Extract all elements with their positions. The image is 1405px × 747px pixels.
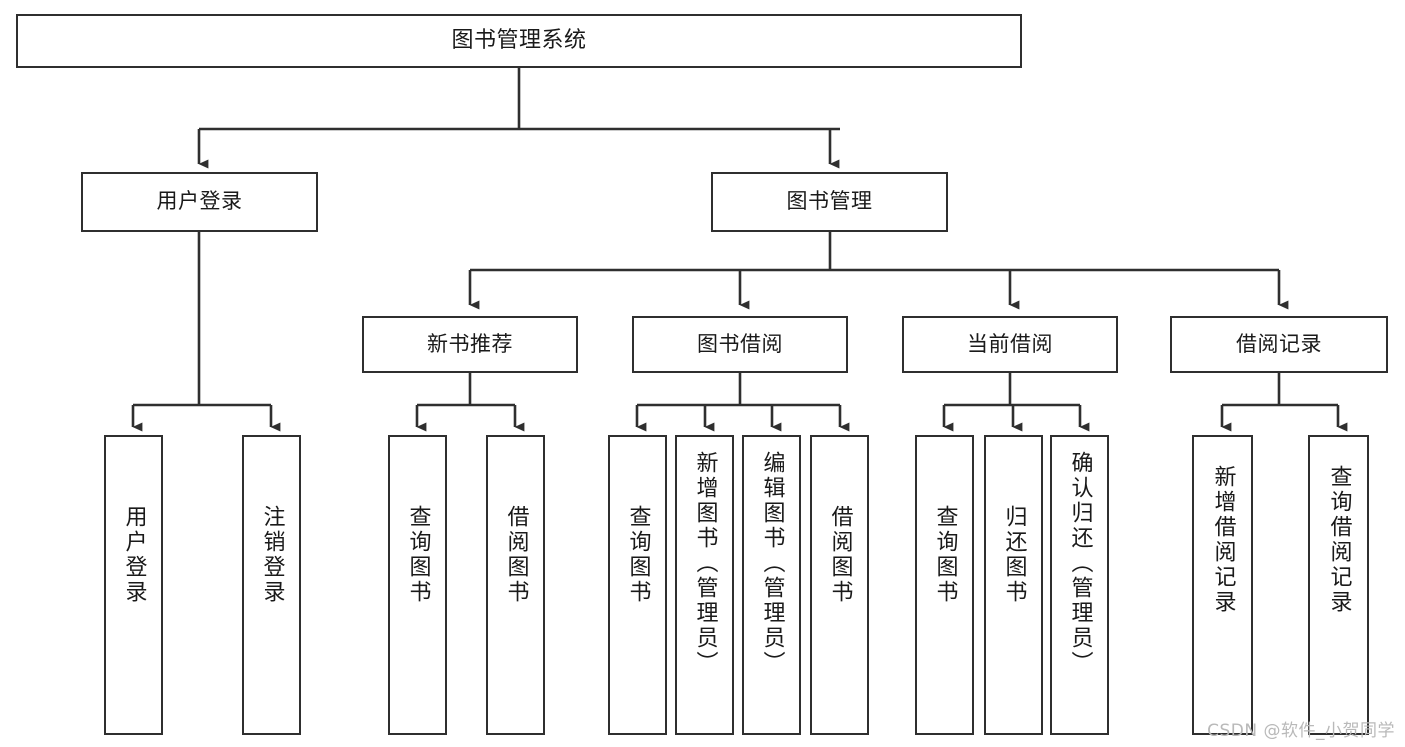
leaf-add-book-admin-label: 新增图书（管理员） bbox=[692, 451, 718, 676]
leaf-return-book-label: 归还图书 bbox=[1001, 505, 1027, 605]
leaf-logout-label: 注销登录 bbox=[259, 505, 285, 605]
node-current-borrow-label: 当前借阅 bbox=[967, 331, 1053, 356]
leaf-borrow-book-recommend[interactable]: 借阅图书 bbox=[486, 435, 545, 735]
leaf-add-borrow-record[interactable]: 新增借阅记录 bbox=[1192, 435, 1253, 735]
node-book-management-label: 图书管理 bbox=[786, 189, 873, 214]
leaf-edit-book-admin[interactable]: 编辑图书（管理员） bbox=[742, 435, 801, 735]
node-borrow-records[interactable]: 借阅记录 bbox=[1170, 316, 1388, 373]
leaf-edit-book-admin-label: 编辑图书（管理员） bbox=[759, 451, 785, 676]
leaf-user-login[interactable]: 用户登录 bbox=[104, 435, 163, 735]
leaf-borrow-book[interactable]: 借阅图书 bbox=[810, 435, 869, 735]
node-root-label: 图书管理系统 bbox=[451, 27, 587, 53]
leaf-confirm-return-admin[interactable]: 确认归还（管理员） bbox=[1050, 435, 1109, 735]
leaf-user-login-label: 用户登录 bbox=[121, 505, 147, 605]
leaf-query-book-current-label: 查询图书 bbox=[932, 505, 958, 605]
leaf-borrow-book-label: 借阅图书 bbox=[827, 505, 853, 605]
node-book-borrow[interactable]: 图书借阅 bbox=[632, 316, 848, 373]
node-borrow-records-label: 借阅记录 bbox=[1236, 331, 1322, 356]
leaf-confirm-return-admin-label: 确认归还（管理员） bbox=[1067, 451, 1093, 676]
leaf-add-borrow-record-label: 新增借阅记录 bbox=[1210, 465, 1236, 615]
node-book-borrow-label: 图书借阅 bbox=[697, 331, 783, 356]
leaf-add-book-admin[interactable]: 新增图书（管理员） bbox=[675, 435, 734, 735]
leaf-query-borrow-record[interactable]: 查询借阅记录 bbox=[1308, 435, 1369, 735]
leaf-return-book[interactable]: 归还图书 bbox=[984, 435, 1043, 735]
leaf-query-book-recommend[interactable]: 查询图书 bbox=[388, 435, 447, 735]
node-book-management[interactable]: 图书管理 bbox=[711, 172, 948, 232]
node-current-borrow[interactable]: 当前借阅 bbox=[902, 316, 1118, 373]
leaf-query-book-borrow-label: 查询图书 bbox=[625, 505, 651, 605]
node-new-book-recommend[interactable]: 新书推荐 bbox=[362, 316, 578, 373]
watermark: CSDN @软件_小贺同学 bbox=[1207, 721, 1395, 741]
node-root[interactable]: 图书管理系统 bbox=[16, 14, 1022, 68]
leaf-borrow-book-recommend-label: 借阅图书 bbox=[503, 505, 529, 605]
leaf-query-book-recommend-label: 查询图书 bbox=[405, 505, 431, 605]
leaf-logout[interactable]: 注销登录 bbox=[242, 435, 301, 735]
leaf-query-borrow-record-label: 查询借阅记录 bbox=[1326, 465, 1352, 615]
leaf-query-book-current[interactable]: 查询图书 bbox=[915, 435, 974, 735]
node-user-login-label: 用户登录 bbox=[156, 189, 243, 214]
node-new-book-recommend-label: 新书推荐 bbox=[427, 331, 513, 356]
leaf-query-book-borrow[interactable]: 查询图书 bbox=[608, 435, 667, 735]
node-user-login[interactable]: 用户登录 bbox=[81, 172, 318, 232]
